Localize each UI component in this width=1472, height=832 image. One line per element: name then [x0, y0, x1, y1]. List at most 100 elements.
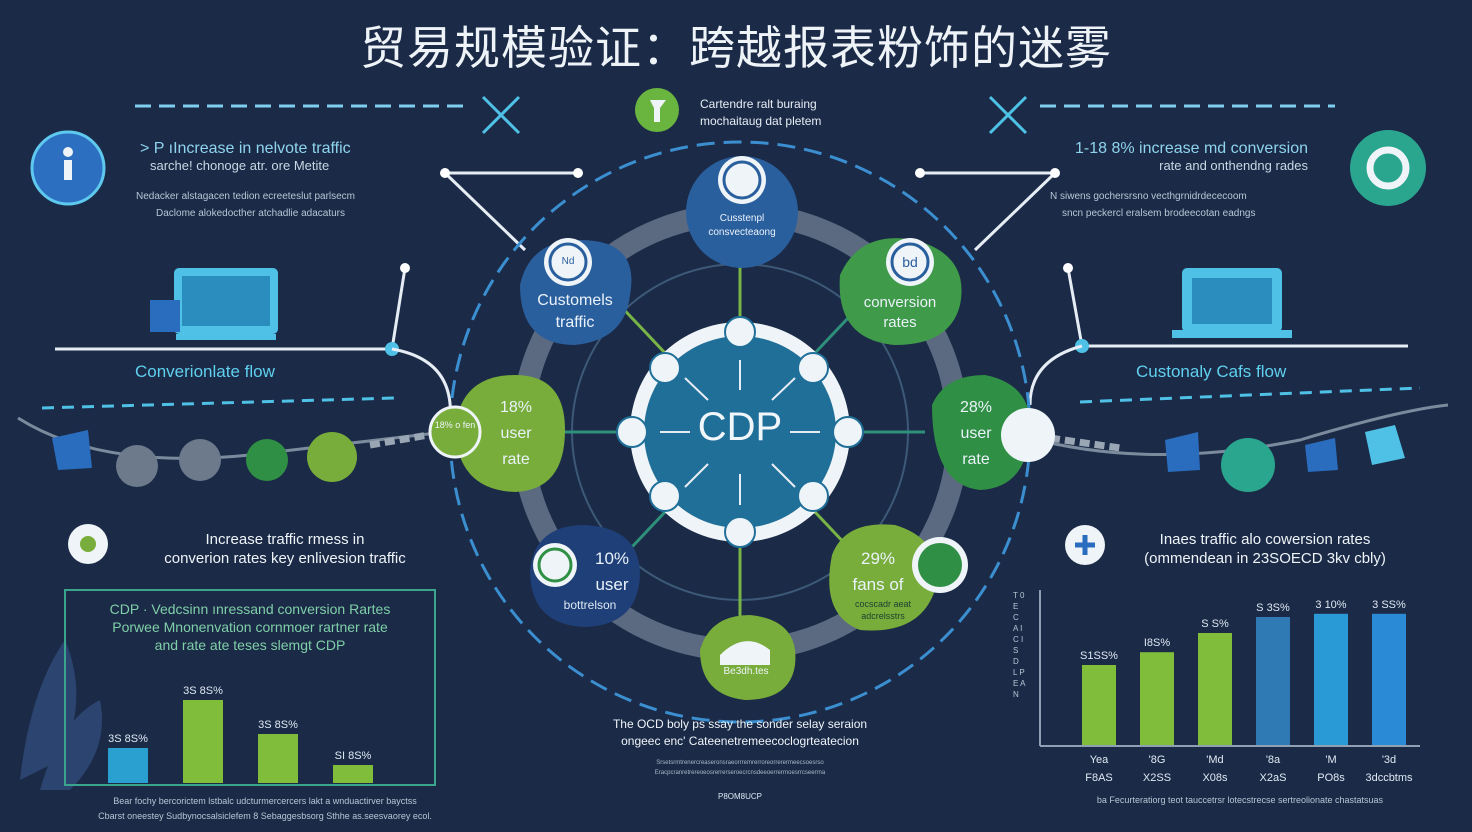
bar	[1256, 617, 1290, 745]
node-left-l3: rate	[502, 451, 530, 468]
bottom-center-caption: The OCD boly ps ssay the sonder selay se…	[590, 716, 890, 750]
cdp-center-label: CDP	[697, 405, 783, 449]
node-bottom-left-l1: 10%	[594, 549, 630, 568]
left-bar-chart: 3S 8S% 3S 8S% 3S 8S% SI 8S%	[108, 685, 373, 783]
bar	[183, 700, 223, 783]
node-left-badge: 18% o fen	[434, 420, 476, 430]
bar-data-label: 3S 8S%	[258, 719, 298, 731]
right-header-line1: 1-18 8% increase md conversion	[1075, 140, 1309, 157]
node-top-l2: consvecteaong	[708, 227, 776, 238]
bottom-center-line4: Eracpcranretrereoeosrerrerseroecrcnsdeeo…	[654, 770, 826, 776]
bottom-center-line3: Srsetsrmtrenercreaseronsraeorrremrerrore…	[656, 760, 824, 766]
top-center-line2: mochaitaug dat pletem	[700, 114, 822, 128]
left-section-footer1: Bear fochy bercorictem lstbalc udcturmer…	[113, 796, 417, 806]
node-bottom-right-l3: cocscadr aeat	[854, 599, 912, 609]
bar-sub-label: 3dccbtms	[1365, 772, 1413, 784]
left-header-line4: Daclome alokedocther atchadlie adacaturs	[156, 208, 345, 219]
node-bottom-left-l2: user	[595, 575, 629, 594]
bar	[108, 748, 148, 783]
bar-data-label: 3 SS%	[1372, 599, 1406, 611]
bar-sub-label: X08s	[1202, 772, 1228, 784]
bar-sub-label: X2SS	[1143, 772, 1171, 784]
node-bottom-left-l3: bottrelson	[563, 598, 617, 612]
bar	[1140, 652, 1174, 745]
bar	[333, 765, 373, 783]
right-flow-label: Custonaly Cafs flow	[1136, 362, 1287, 381]
left-section-title1: Increase traffic rmess in	[205, 531, 365, 548]
bar-data-label: 3S 8S%	[183, 685, 223, 697]
node-top: Cusstenpl consvecteaong	[692, 212, 792, 240]
left-section-title: Increase traffic rmess in converion rate…	[130, 530, 440, 568]
node-top-l1: Cusstenpl	[719, 213, 765, 224]
left-section-box2: Porwee Mnonenvation cornmoer rartner rat…	[112, 619, 388, 635]
node-bottom-right-sub: cocscadr aeat adcrelsstrs	[838, 598, 928, 622]
left-flow-label: Converionlate flow	[135, 362, 275, 381]
bar-sub-label: PO8s	[1317, 772, 1345, 784]
bar	[1198, 633, 1232, 745]
node-bottom-left: 10% user	[572, 546, 652, 598]
node-right-l2: user	[960, 425, 992, 442]
right-header-desc: N siwens gochersrsno vecthgrnidrdececoom…	[1050, 188, 1255, 222]
node-bottom-right: 29% fans of	[838, 546, 918, 598]
left-section-footer2: Cbarst oneestey Sudbynocsalsiclefem 8 Se…	[98, 811, 432, 821]
bottom-center-line2: ongeec enc' Cateenetremeecoclogrteatecio…	[621, 734, 859, 748]
right-section-footer: ba Fecurteratiorg teot tauccetrsr lotecs…	[1096, 795, 1384, 805]
bar-category-label: '3d	[1382, 754, 1396, 766]
left-section-footer: Bear fochy bercorictem lstbalc udcturmer…	[75, 794, 455, 824]
bar	[1372, 613, 1406, 745]
bar-category-label: Yea	[1090, 754, 1109, 766]
node-top-right-l1: conversion	[863, 294, 937, 311]
right-header-line2: rate and onthendng rades	[1159, 158, 1309, 173]
node-bottom-right-l1: 29%	[860, 549, 896, 568]
bar-category-label: '8G	[1149, 754, 1166, 766]
left-section-box1: CDP · Vedcsinn ınressand conversion Rart…	[109, 601, 391, 617]
right-chart-yaxis: T 0 E C A I C I S D L P E A N	[1013, 591, 1026, 699]
bar-data-label: 3 10%	[1315, 599, 1346, 611]
bar-data-label: 3S 8S%	[108, 733, 148, 745]
bar-data-label: S1SS%	[1080, 650, 1118, 662]
node-left-l1: 18%	[499, 399, 533, 416]
right-header: 1-18 8% increase md conversion rate and …	[1075, 140, 1308, 173]
bar	[258, 734, 298, 783]
bottom-center-fineprint: Srsetsrmtrenercreaseronsraeorrremrerrore…	[590, 758, 890, 778]
bar-data-label: I8S%	[1144, 637, 1171, 649]
bar-data-label: SI 8S%	[335, 750, 372, 762]
right-section-title1: Inaes traffic alo cowersion rates	[1159, 531, 1371, 548]
node-top-right-l2: rates	[883, 314, 917, 331]
left-header: > P ıIncrease in nelvote traffic sarche!…	[140, 140, 351, 173]
node-left: 18% user rate	[476, 395, 556, 473]
left-section-box3: and rate ate teses slemgt CDP	[154, 637, 346, 653]
left-section-box-text: CDP · Vedcsinn ınressand conversion Rart…	[70, 600, 430, 654]
left-header-line1: > P ıIncrease in nelvote traffic	[140, 140, 351, 157]
node-right-l1: 28%	[959, 399, 993, 416]
left-header-desc: Nedacker alstagacen tedion ecreeteslut p…	[136, 188, 355, 222]
node-left-l2: user	[500, 425, 532, 442]
node-top-left-l2: traffic	[555, 314, 595, 331]
bar-sub-label: X2aS	[1260, 772, 1287, 784]
bar	[1314, 613, 1348, 745]
right-section-title: Inaes traffic alo cowersion rates (ommen…	[1120, 530, 1410, 568]
bar-data-label: S S%	[1201, 618, 1229, 630]
node-bottom: Be3dh.tes	[723, 666, 769, 677]
bottom-center-line1: The OCD boly ps ssay the sonder selay se…	[612, 717, 868, 731]
bar-sub-label: F8AS	[1085, 772, 1113, 784]
node-top-left-icon: Nd	[561, 256, 575, 267]
top-center-line1: Cartendre ralt buraing	[700, 97, 817, 111]
node-bottom-right-l2: fans of	[852, 575, 904, 594]
node-bottom-right-l4: adcrelsstrs	[861, 611, 905, 621]
bar-category-label: '8a	[1266, 754, 1281, 766]
top-center-caption: Cartendre ralt buraing mochaitaug dat pl…	[700, 96, 821, 130]
node-right: 28% user rate	[938, 395, 1014, 473]
node-top-left: Customels traffic	[520, 290, 630, 334]
left-section-title2: converion rates key enlivesion traffic	[164, 550, 406, 567]
bar	[1082, 665, 1116, 745]
right-header-line4: sncn peckercl eralsem brodeecotan eadngs	[1062, 208, 1256, 219]
node-top-left-l1: Customels	[537, 292, 613, 309]
bar-category-label: 'Md	[1206, 754, 1223, 766]
bar-category-label: 'M	[1325, 754, 1336, 766]
page-title: 贸易规模验证：跨越报表粉饰的迷雾	[360, 21, 1112, 75]
bottom-center-small: P8OM8UCP	[717, 792, 762, 801]
node-top-right-icon: bd	[902, 254, 918, 270]
